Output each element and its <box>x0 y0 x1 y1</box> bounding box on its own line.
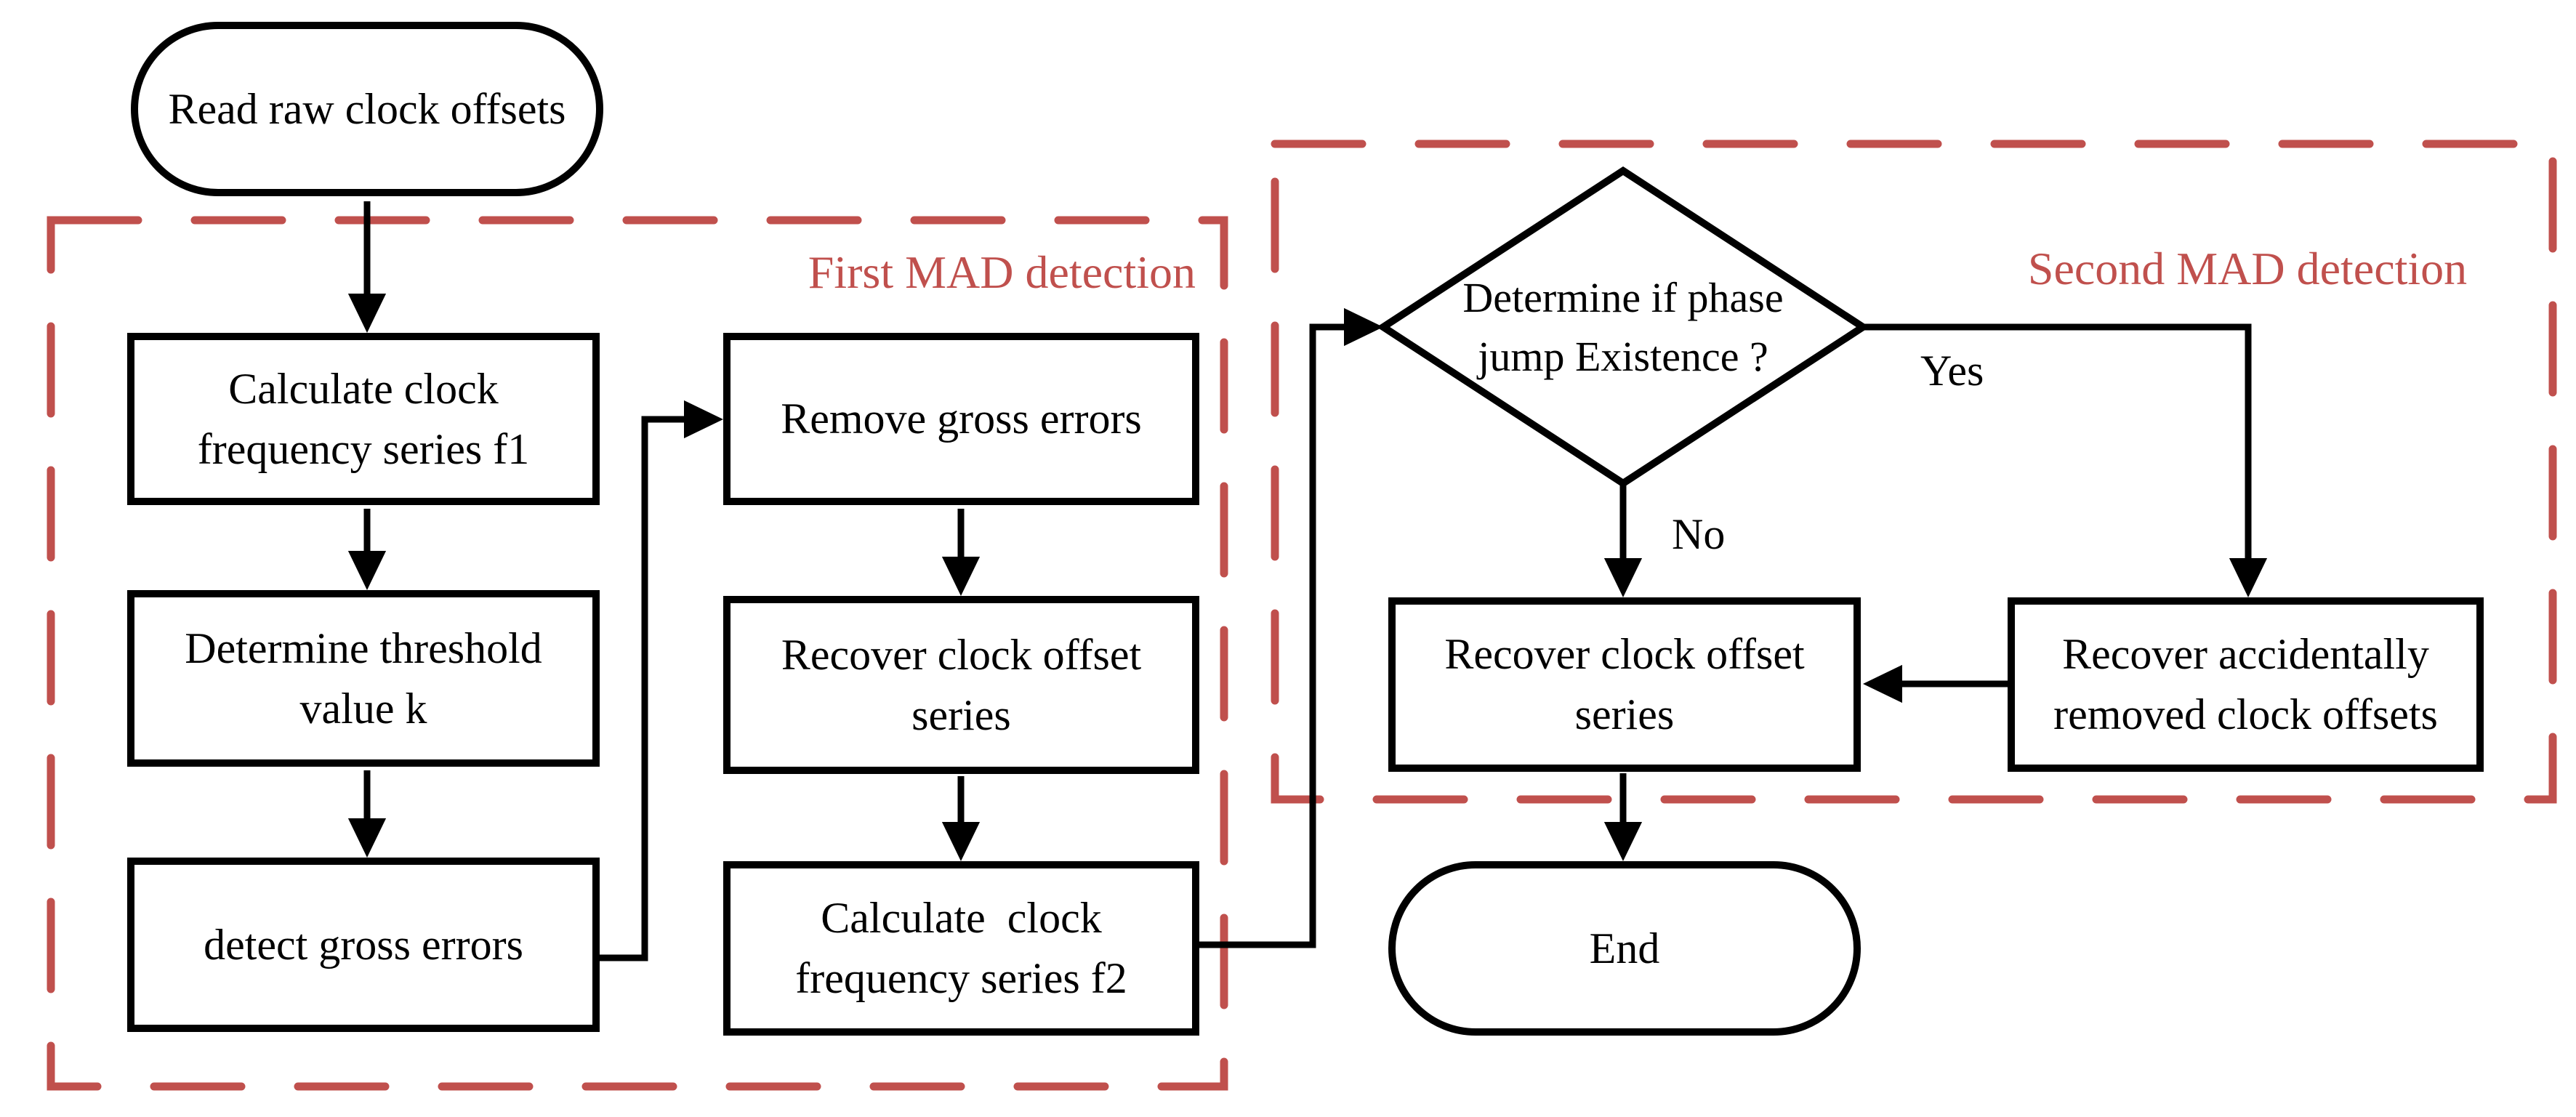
node-end: End <box>1388 861 1861 1036</box>
node-decision-phase-jump-text: Determine if phase jump Existence ? <box>1462 273 1784 380</box>
edge-label-no: No <box>1672 510 1726 558</box>
node-recover-clock-offset-series-2: Recover clock offset series <box>1388 597 1861 772</box>
node-determine-threshold-k: Determine threshold value k <box>127 590 600 767</box>
node-read-raw-clock-offsets: Read raw clock offsets <box>131 22 603 196</box>
edge-calcf2-to-decision <box>1198 307 1383 948</box>
group-label-second-mad-detection: Second MAD detection <box>2027 243 2468 294</box>
group-label-first-mad-detection: First MAD detection <box>808 246 1196 298</box>
node-recover-accidentally-removed: Recover accidentally removed clock offse… <box>2008 597 2484 772</box>
group-box-first-mad <box>47 216 1228 1091</box>
edge-decision-yes-to-recoveracc <box>1863 323 2268 597</box>
decision-diamond-shape <box>1376 166 1870 488</box>
edge-detect-to-remove <box>598 400 723 961</box>
node-detect-gross-errors: detect gross errors <box>127 858 600 1032</box>
edge-label-yes: Yes <box>1920 347 1984 395</box>
node-recover-clock-offset-series-1: Recover clock offset series <box>723 596 1199 774</box>
node-remove-gross-errors: Remove gross errors <box>723 333 1199 505</box>
group-box-second-mad <box>1271 140 2557 804</box>
node-calculate-frequency-f1: Calculate clock frequency series f1 <box>127 333 600 505</box>
node-calculate-frequency-f2: Calculate clock frequency series f2 <box>723 861 1199 1036</box>
